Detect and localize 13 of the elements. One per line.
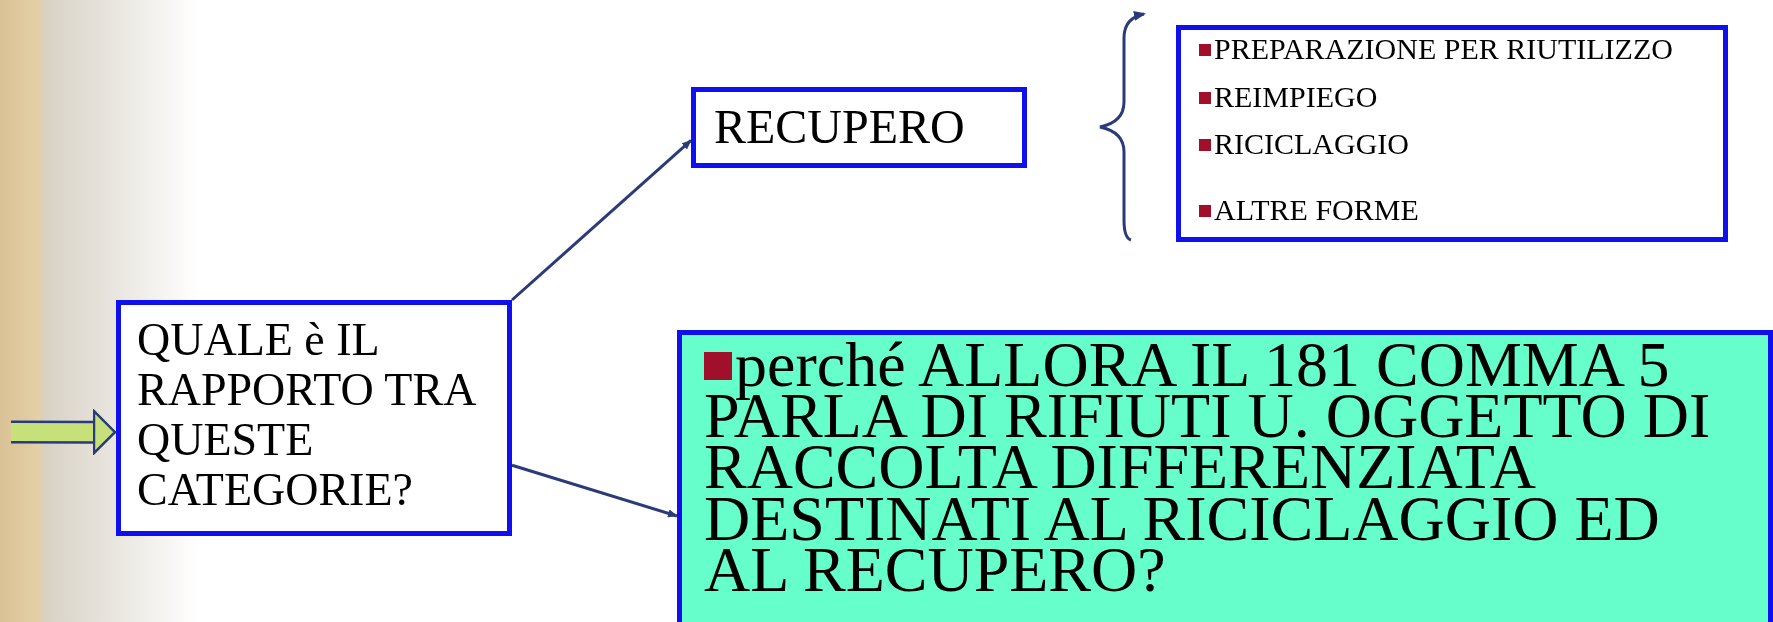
text-box — [691, 87, 1027, 168]
bullet-item: ALTRE FORME — [1199, 192, 1715, 227]
bullet-item: PREPARAZIONE PER RIUTILIZZO — [1199, 32, 1715, 67]
box-text: QUALE è IL RAPPORTO TRA QUESTE CATEGORIE? — [137, 315, 476, 516]
text-box — [1176, 25, 1728, 242]
box-text: RECUPERO — [714, 99, 966, 155]
text-box — [677, 330, 1773, 622]
arrow — [511, 139, 692, 302]
bullet-item: REIMPIEGO — [1199, 79, 1715, 114]
text-box — [116, 300, 512, 536]
bullet-item: RICICLAGGIO — [1199, 127, 1715, 162]
bullet-item: perché ALLORA IL 181 COMMA 5 PARLA DI RIFIUTI U. OGGETTO DI RACCOLTA DIFFERENZIATA DESTINATI AL RICICLAGGIO ED AL RECUPERO? — [704, 339, 1712, 595]
arrow — [511, 463, 678, 518]
